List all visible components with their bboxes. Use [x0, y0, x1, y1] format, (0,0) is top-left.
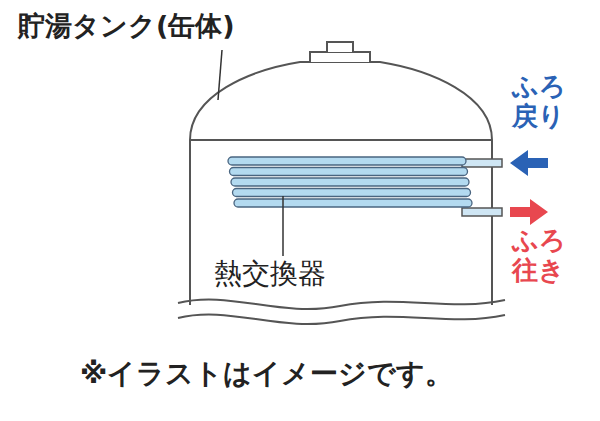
supply-pipe: [462, 208, 502, 216]
supply-label: ふろ 往き: [512, 226, 572, 286]
exchanger-label: 熱交換器: [214, 258, 326, 290]
return-arrow: [510, 150, 548, 176]
coil-winding: [230, 168, 468, 176]
cut-line: [178, 314, 505, 324]
tank-seam: [190, 139, 492, 141]
return-label: ふろ 戻り: [512, 72, 572, 132]
coil-winding: [233, 189, 471, 197]
coil-winding: [228, 157, 466, 165]
tank-label: 貯湯タンク(缶体): [18, 10, 235, 41]
return-pipe: [462, 159, 502, 167]
cut-line: [178, 299, 505, 309]
tank-body: [190, 62, 492, 305]
supply-arrow: [510, 199, 548, 225]
tank-lid: [310, 52, 370, 62]
coil-winding: [231, 178, 469, 186]
leader-line: [282, 196, 284, 256]
note-text: ※イラストはイメージです。: [80, 358, 453, 390]
leader-line: [218, 50, 222, 100]
heat-exchanger-coil: [228, 157, 472, 207]
tank-cap: [327, 42, 353, 52]
coil-winding: [234, 199, 472, 207]
